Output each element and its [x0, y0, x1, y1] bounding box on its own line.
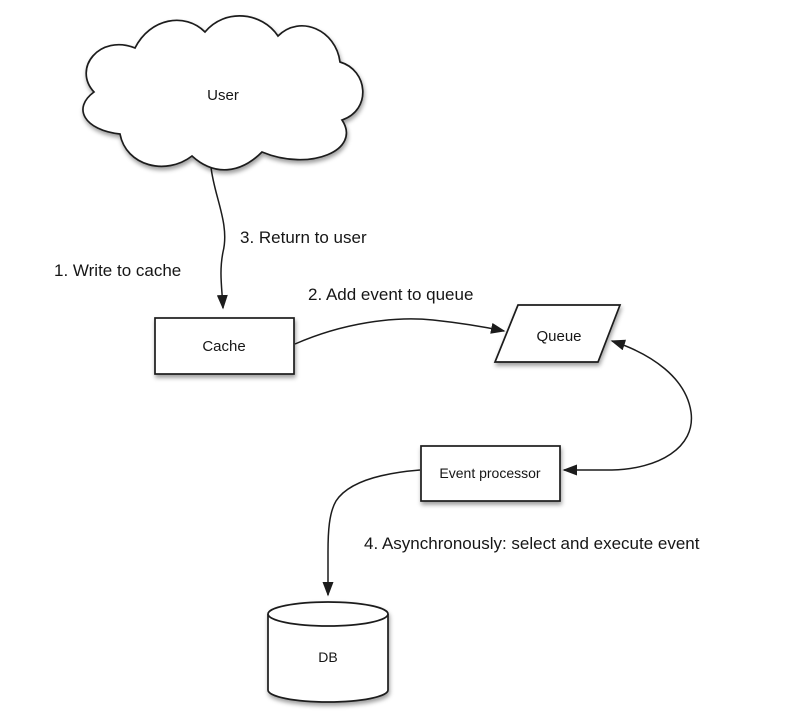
user-cloud-shape [82, 15, 364, 171]
user-label: User [207, 87, 239, 104]
step3-label: 3. Return to user [240, 228, 367, 247]
db-label: DB [318, 649, 337, 665]
arrow-user-to-cache [210, 166, 228, 310]
db-cylinder-shape [267, 601, 389, 703]
arrow-cache-to-queue [294, 318, 506, 345]
event-processor-box-shape [420, 445, 561, 502]
arrow-event-processor-to-db [322, 469, 421, 597]
step1-label: 1. Write to cache [54, 261, 181, 280]
arrow-queue-event-processor [562, 339, 693, 476]
cache-box-shape [154, 317, 295, 375]
event-processor-label: Event processor [439, 465, 540, 481]
step2-label: 2. Add event to queue [308, 285, 473, 304]
queue-parallelogram-shape [493, 304, 622, 363]
cache-label: Cache [202, 338, 245, 355]
step4-label: 4. Asynchronously: select and execute ev… [364, 534, 700, 553]
queue-label: Queue [536, 328, 581, 345]
